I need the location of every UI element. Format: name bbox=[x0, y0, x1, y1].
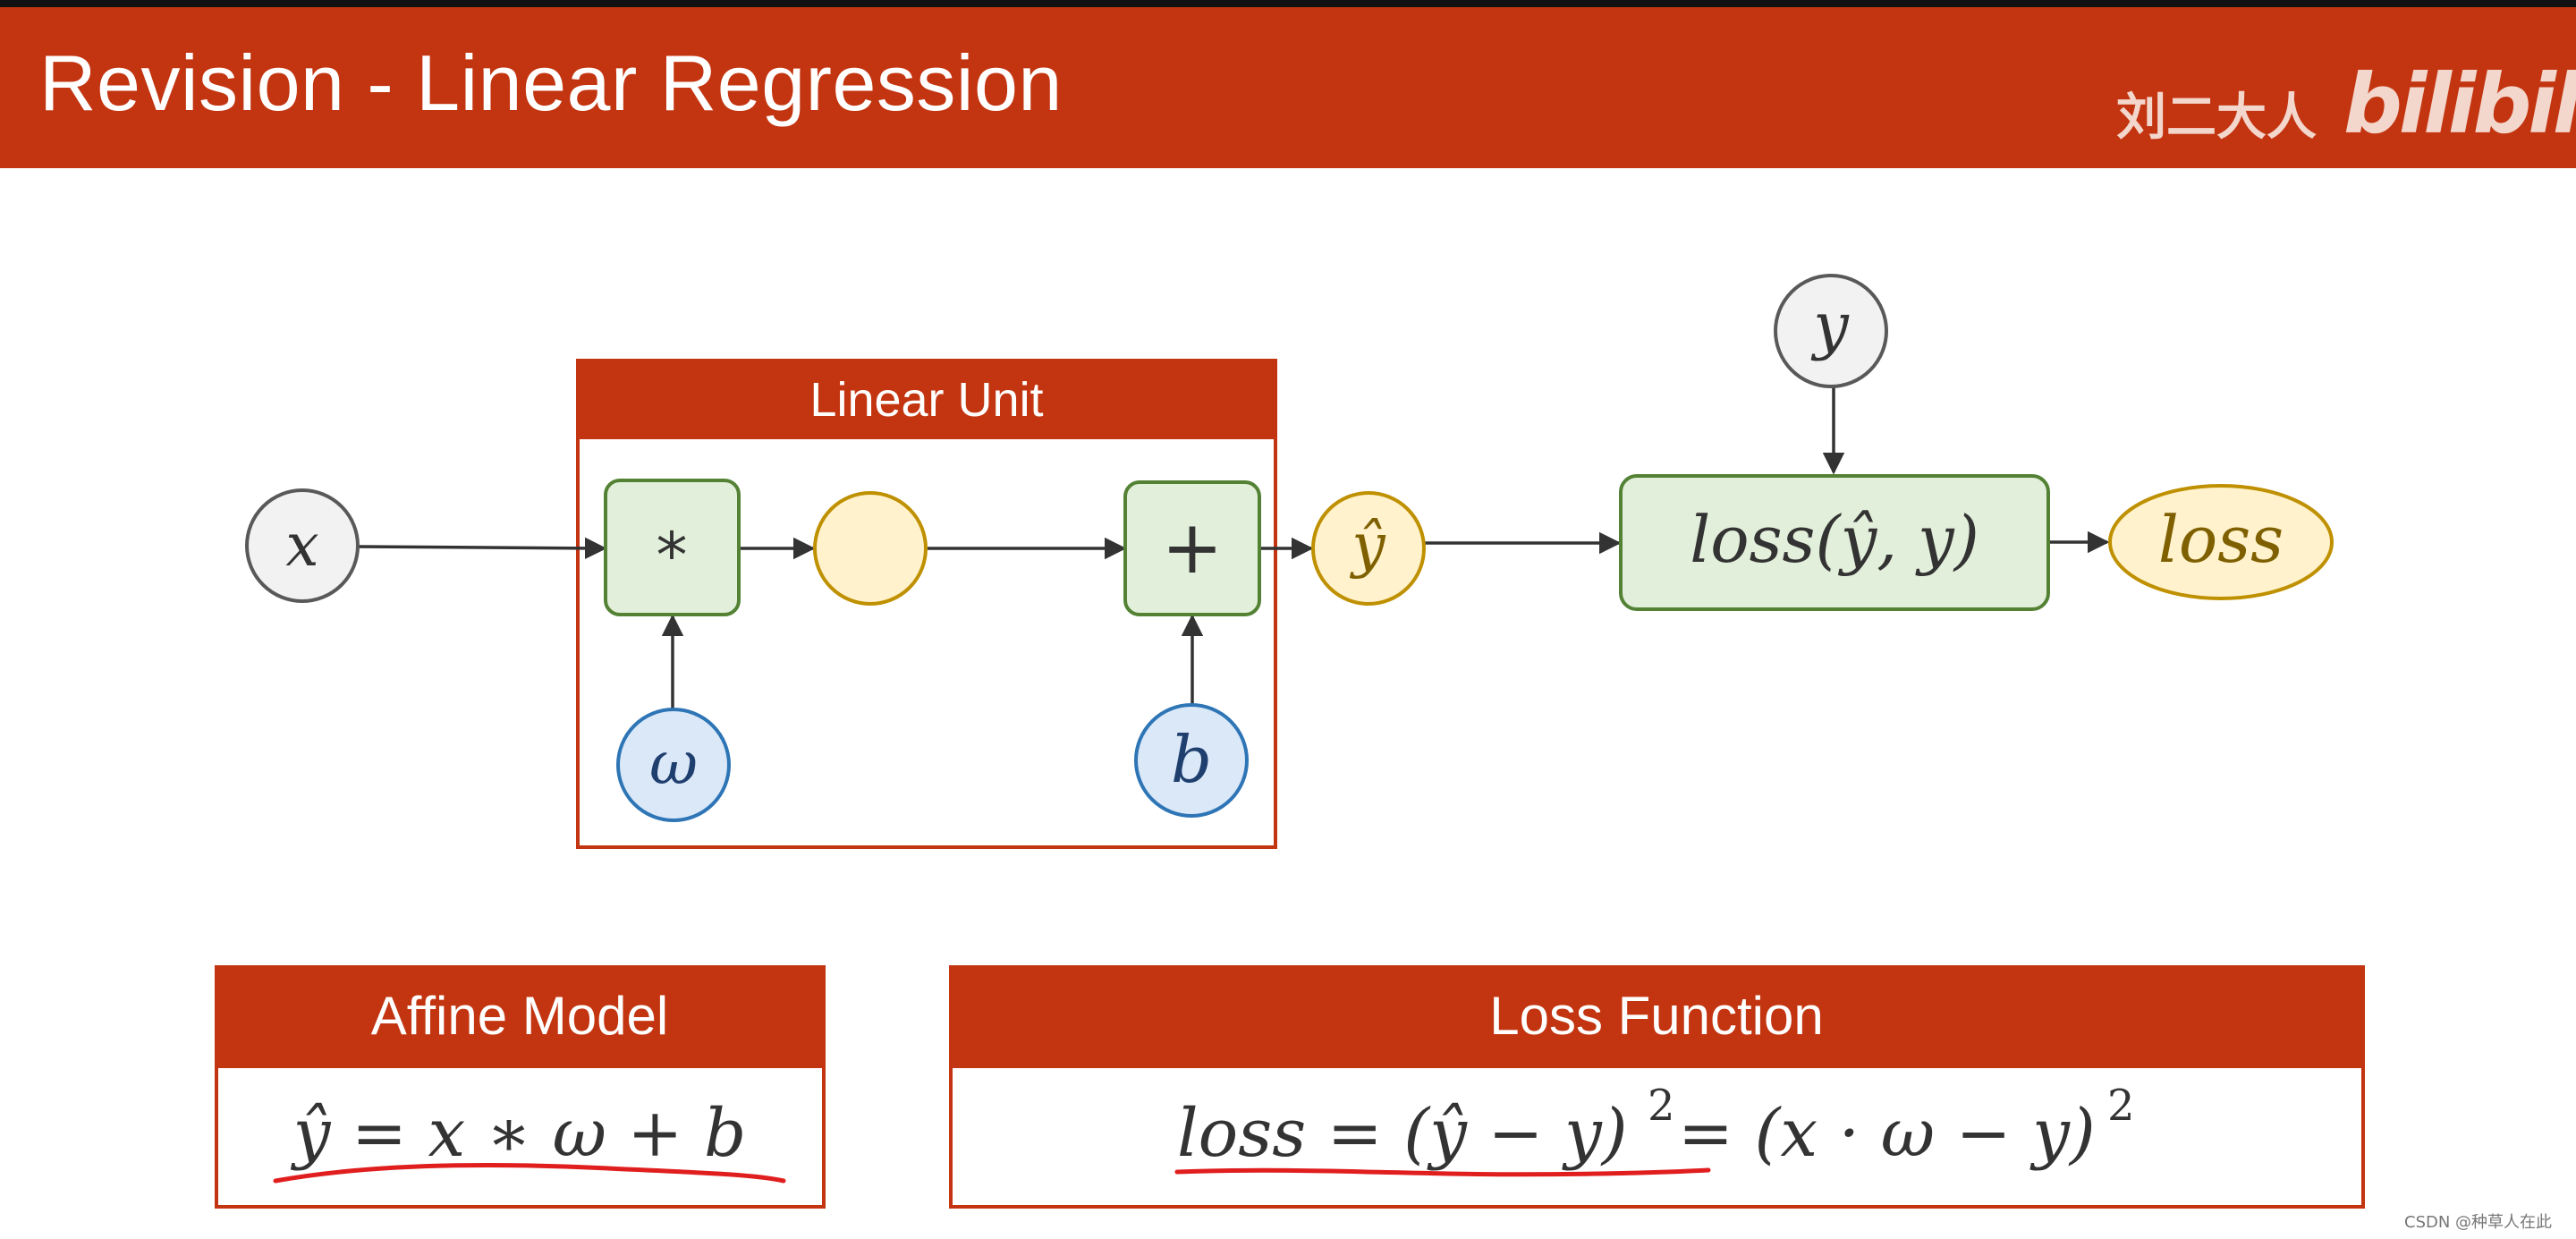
add-node: + bbox=[1123, 480, 1261, 616]
slide-header: Revision - Linear Regression 刘二大人 bilibi… bbox=[0, 7, 2576, 168]
edges bbox=[357, 386, 2110, 711]
affine-model-box: Affine Model ŷ = x ∗ ω + b bbox=[215, 965, 826, 1209]
x-label: x bbox=[285, 511, 318, 580]
bilibili-logo: bilibili bbox=[2343, 56, 2576, 152]
affine-model-title: Affine Model bbox=[371, 986, 668, 1046]
slide-title: Revision - Linear Regression bbox=[39, 38, 1063, 127]
edge-x-mul bbox=[357, 537, 607, 560]
loss-function-node: loss(ŷ, y) bbox=[1619, 474, 2050, 611]
brand-text: 刘二大人 bbox=[2116, 89, 2317, 147]
loss-formula-part1: loss = (ŷ − y) bbox=[1177, 1095, 1628, 1172]
add-label: + bbox=[1162, 505, 1224, 590]
loss-output-label: loss bbox=[2158, 502, 2284, 577]
multiply-node: * bbox=[604, 479, 741, 616]
affine-model-formula: ŷ = x ∗ ω + b bbox=[291, 1095, 747, 1172]
w-node: ω bbox=[616, 708, 731, 822]
yhat-node: ŷ bbox=[1311, 491, 1426, 606]
b-node: b bbox=[1134, 703, 1249, 818]
affine-underline-annotation bbox=[273, 1163, 786, 1184]
loss-output-node: loss bbox=[2108, 484, 2334, 600]
b-label: b bbox=[1171, 722, 1212, 797]
watermark: CSDN @种草人在此 bbox=[2404, 1213, 2553, 1232]
intermediate-node bbox=[813, 491, 928, 606]
y-label: y bbox=[1810, 289, 1850, 362]
loss-formula-exp2: 2 bbox=[2107, 1081, 2135, 1131]
y-node: y bbox=[1774, 274, 1888, 388]
linear-unit-title: Linear Unit bbox=[809, 373, 1043, 427]
multiply-label: * bbox=[657, 519, 688, 592]
top-edge bbox=[0, 0, 2576, 7]
loss-formula-exp1: 2 bbox=[1648, 1081, 1675, 1131]
x-node: x bbox=[245, 488, 360, 603]
loss-function-title: Loss Function bbox=[1489, 986, 1824, 1046]
loss-underline-annotation bbox=[1174, 1167, 1711, 1177]
w-label: ω bbox=[649, 729, 698, 798]
yhat-label: ŷ bbox=[1349, 511, 1385, 580]
loss-function-box: Loss Function loss = (ŷ − y) 2 = (x · ω … bbox=[949, 965, 2365, 1209]
loss-function-label: loss(ŷ, y) bbox=[1690, 502, 1979, 577]
loss-formula-part2: = (x · ω − y) bbox=[1678, 1095, 2096, 1172]
